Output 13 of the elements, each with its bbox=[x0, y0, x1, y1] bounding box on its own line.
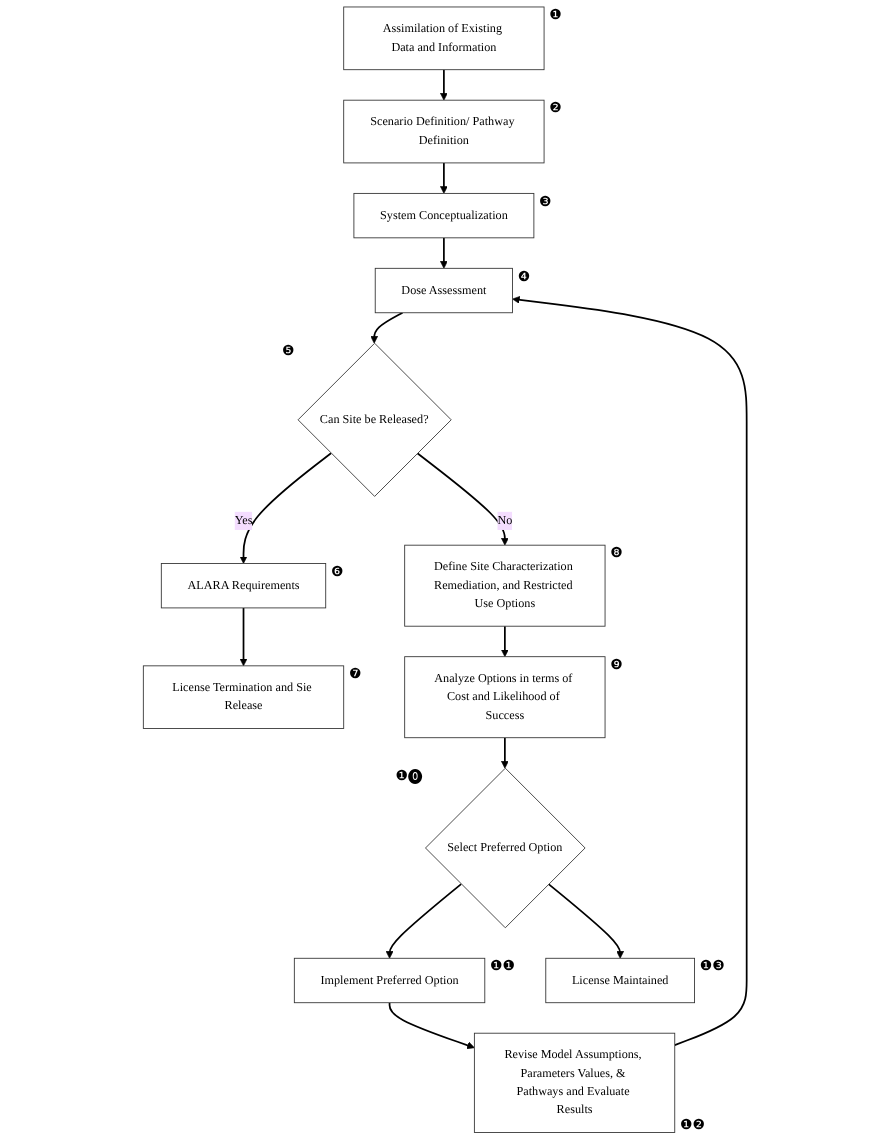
arrow bbox=[440, 162, 448, 194]
arrow bbox=[385, 883, 462, 959]
arrow bbox=[547, 883, 624, 959]
arrow bbox=[388, 1001, 475, 1050]
arrow bbox=[370, 311, 404, 344]
arrow bbox=[440, 68, 448, 101]
arrow bbox=[512, 296, 748, 1046]
arrow bbox=[501, 625, 509, 658]
arrow bbox=[239, 452, 332, 564]
arrow bbox=[239, 607, 248, 667]
arrow bbox=[416, 452, 509, 546]
arrow bbox=[440, 236, 448, 269]
arrow bbox=[501, 736, 509, 769]
